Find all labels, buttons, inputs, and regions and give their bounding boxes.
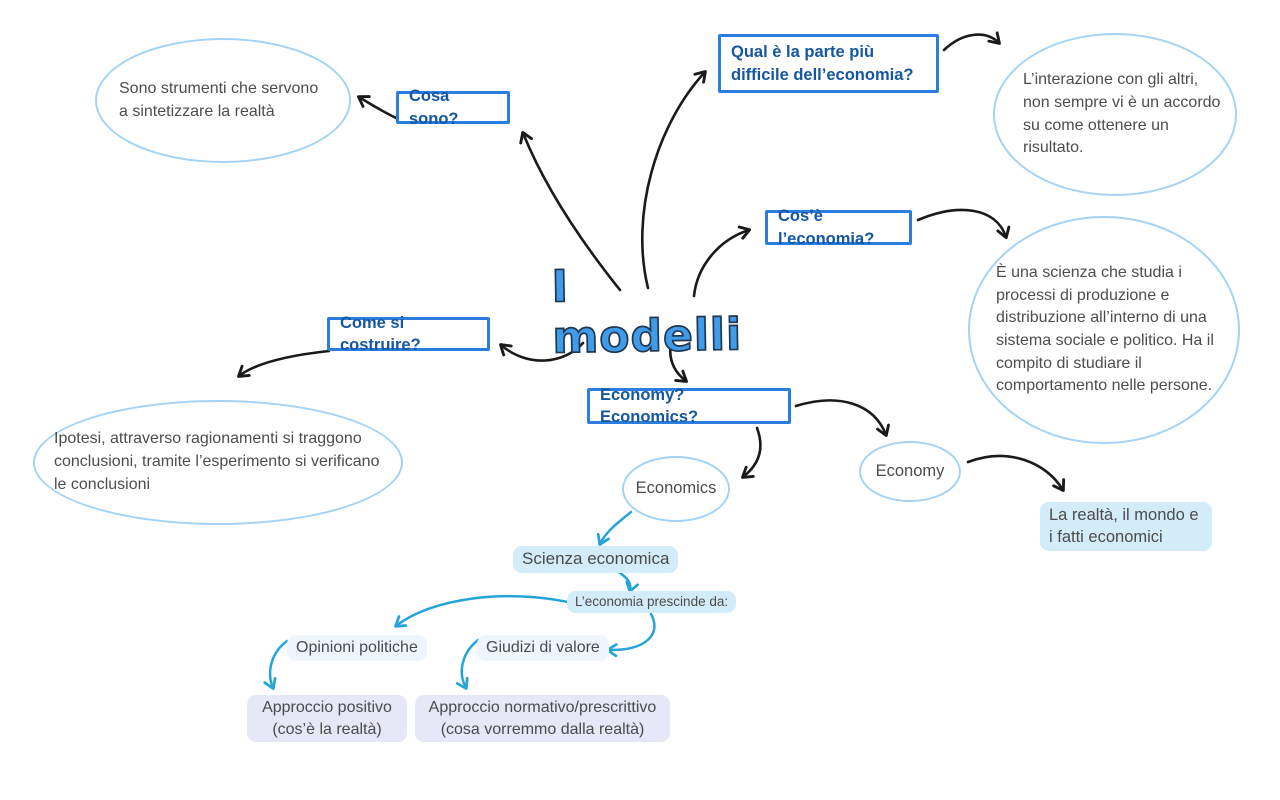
ellipse-text: Ipotesi, attraverso ragionamenti si trag… (54, 430, 380, 493)
arrow-economy-to-realta (966, 454, 1066, 492)
arrow-ee-to-economy (794, 399, 890, 438)
ellipse-economy[interactable]: Economy (859, 441, 961, 502)
ellipse-ipotesi[interactable]: Ipotesi, attraverso ragionamenti si trag… (33, 400, 403, 525)
arrow-come-si-costruire-to-ipotesi (237, 349, 331, 378)
question-box-economy-economics[interactable]: Economy? Economics? (587, 386, 791, 426)
label-sub: (cosa vorremmo dalla realtà) (440, 720, 645, 738)
ellipse-text: Sono strumenti che servono a sintetizzar… (119, 79, 319, 120)
label-realta[interactable]: La realtà, il mondo e i fatti economici (1040, 502, 1212, 551)
label-main: Approccio normativo/prescrittivo (428, 699, 657, 716)
ellipse-interazione[interactable]: L’interazione con gli altri, non sempre … (993, 33, 1237, 196)
arrow-cosa-sono-to-strumenti (357, 95, 398, 120)
label-approccio-positivo[interactable]: Approccio positivo (cos’è la realtà) (247, 695, 407, 743)
label-scienza-economica[interactable]: Scienza economica (513, 546, 679, 573)
question-box-come-si-costruire[interactable]: Come si costruire? (327, 314, 490, 354)
question-box-cos-e-economia[interactable]: Cos’è l’economia? (765, 207, 912, 248)
central-topic[interactable]: I modelli (550, 261, 743, 365)
ellipse-scienza[interactable]: È una scienza che studia i processi di p… (968, 216, 1240, 444)
arrow-center-to-economy-economics (668, 336, 688, 383)
arrow-economics-to-scienza-economica (596, 510, 633, 546)
ellipse-text: Economics (635, 479, 717, 498)
ellipse-text: L’interazione con gli altri, non sempre … (1023, 71, 1221, 157)
arrow-parte-difficile-to-interazione (942, 31, 1001, 52)
question-label: Come si costruire? (340, 313, 421, 354)
ellipse-text: È una scienza che studia i processi di p… (996, 263, 1214, 395)
label-main: Approccio positivo (262, 699, 392, 716)
label-approccio-normativo[interactable]: Approccio normativo/prescrittivo (cosa v… (415, 695, 670, 743)
label-opinioni-politiche[interactable]: Opinioni politiche (287, 635, 427, 661)
label-sub: (cos’è la realtà) (272, 720, 382, 738)
ellipse-text: Economy (875, 461, 945, 480)
question-box-parte-difficile[interactable]: Qual è la parte più difficile dell’econo… (718, 34, 939, 93)
question-box-cosa-sono[interactable]: Cosa sono? (396, 87, 510, 128)
ellipse-strumenti[interactable]: Sono strumenti che servono a sintetizzar… (95, 38, 351, 163)
arrow-giudizi-to-approccio-normativo (455, 638, 480, 690)
arrow-center-to-parte-difficile (641, 70, 707, 290)
arrow-center-to-cosa-sono (519, 130, 622, 292)
question-label: Cos’è l’economia? (778, 207, 875, 248)
question-label: Qual è la parte più difficile dell’econo… (731, 43, 914, 84)
arrow-prescinde-to-opinioni (394, 594, 570, 628)
arrow-cos-e-economia-to-scienza (916, 208, 1011, 240)
label-giudizi-di-valore[interactable]: Giudizi di valore (477, 635, 609, 661)
arrow-opinioni-to-approccio-positivo (263, 639, 289, 690)
ellipse-economics[interactable]: Economics (622, 456, 730, 522)
question-label: Cosa sono? (409, 87, 459, 128)
arrow-prescinde-to-giudizi (606, 612, 656, 658)
label-economia-prescinde[interactable]: L’economia prescinde da: (567, 591, 737, 614)
arrow-scienza-to-prescinde (615, 569, 640, 593)
arrow-ee-to-economics (741, 426, 762, 479)
arrow-center-to-come-si-costruire (499, 341, 585, 362)
question-label: Economy? Economics? (600, 385, 699, 426)
arrow-center-to-cos-e-economia (692, 225, 752, 298)
